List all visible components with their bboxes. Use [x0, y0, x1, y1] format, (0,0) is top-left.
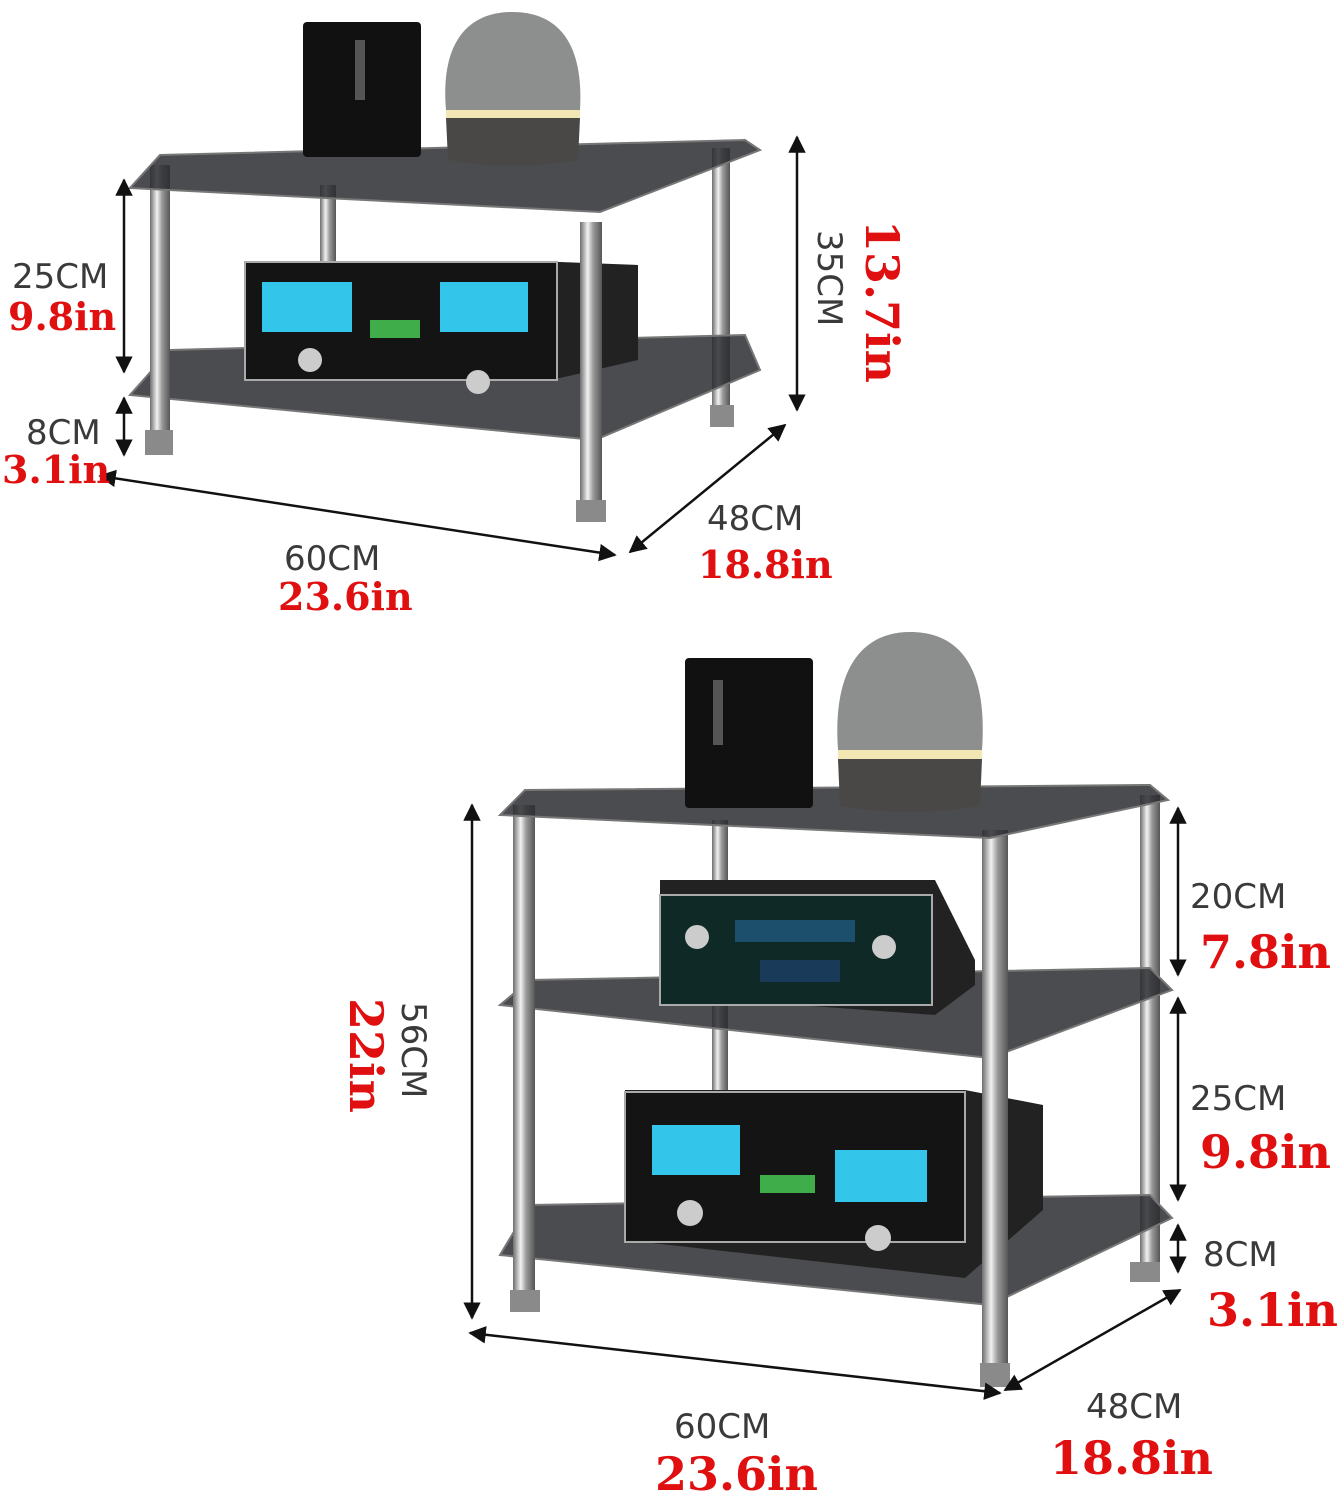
meter-display-left	[652, 1125, 740, 1175]
width-in: 23.6in	[278, 574, 413, 619]
foot-height-in: 3.1in	[1207, 1283, 1338, 1337]
three-tier-stand	[497, 632, 1174, 1387]
top-glass-shelf	[497, 783, 1171, 840]
foot-height-cm: 8CM	[26, 413, 101, 453]
leg-front-right	[982, 830, 1008, 1370]
meter-display-right	[835, 1150, 927, 1202]
speaker	[303, 22, 421, 157]
foot-height-cm: 8CM	[1203, 1235, 1278, 1275]
leg-front-left	[513, 805, 535, 1305]
total-height-cm: 35CM	[809, 230, 849, 326]
foot-height-in: 3.1in	[2, 447, 110, 492]
depth-dimension-line	[628, 423, 787, 554]
depth-in: 18.8in	[1050, 1431, 1213, 1485]
smart-speaker	[837, 632, 983, 812]
upper-gap-in: 7.8in	[1200, 925, 1331, 979]
width-cm: 60CM	[674, 1407, 770, 1447]
width-cm: 60CM	[284, 539, 380, 579]
leg-back-right	[1140, 795, 1160, 1270]
lower-gap-in: 9.8in	[1200, 1125, 1331, 1179]
leg-front-left	[150, 165, 170, 435]
total-height-cm: 56CM	[393, 1002, 433, 1098]
smart-speaker	[445, 12, 581, 166]
speaker	[685, 658, 813, 808]
leg-front-right	[580, 222, 602, 507]
shelf-gap-cm: 25CM	[12, 257, 108, 297]
upper-gap-cm: 20CM	[1190, 877, 1286, 917]
width-in: 23.6in	[655, 1447, 818, 1500]
depth-dimension-line	[1003, 1288, 1182, 1392]
total-height-in: 13.7in	[855, 220, 909, 383]
depth-in: 18.8in	[698, 542, 833, 587]
depth-cm: 48CM	[1086, 1387, 1182, 1427]
total-height-in: 22in	[339, 998, 393, 1113]
amplifier	[244, 261, 638, 394]
meter-display-right	[440, 282, 528, 332]
shelf-gap-in: 9.8in	[8, 294, 116, 339]
lower-gap-cm: 25CM	[1190, 1079, 1286, 1119]
width-dimension-line	[468, 1326, 1002, 1400]
tuner	[659, 880, 975, 1015]
amplifier	[624, 1090, 1043, 1278]
depth-cm: 48CM	[707, 499, 803, 539]
meter-display-left	[262, 282, 352, 332]
two-tier-stand	[127, 12, 763, 522]
width-dimension-line	[98, 469, 617, 562]
top-glass-shelf	[127, 138, 763, 214]
